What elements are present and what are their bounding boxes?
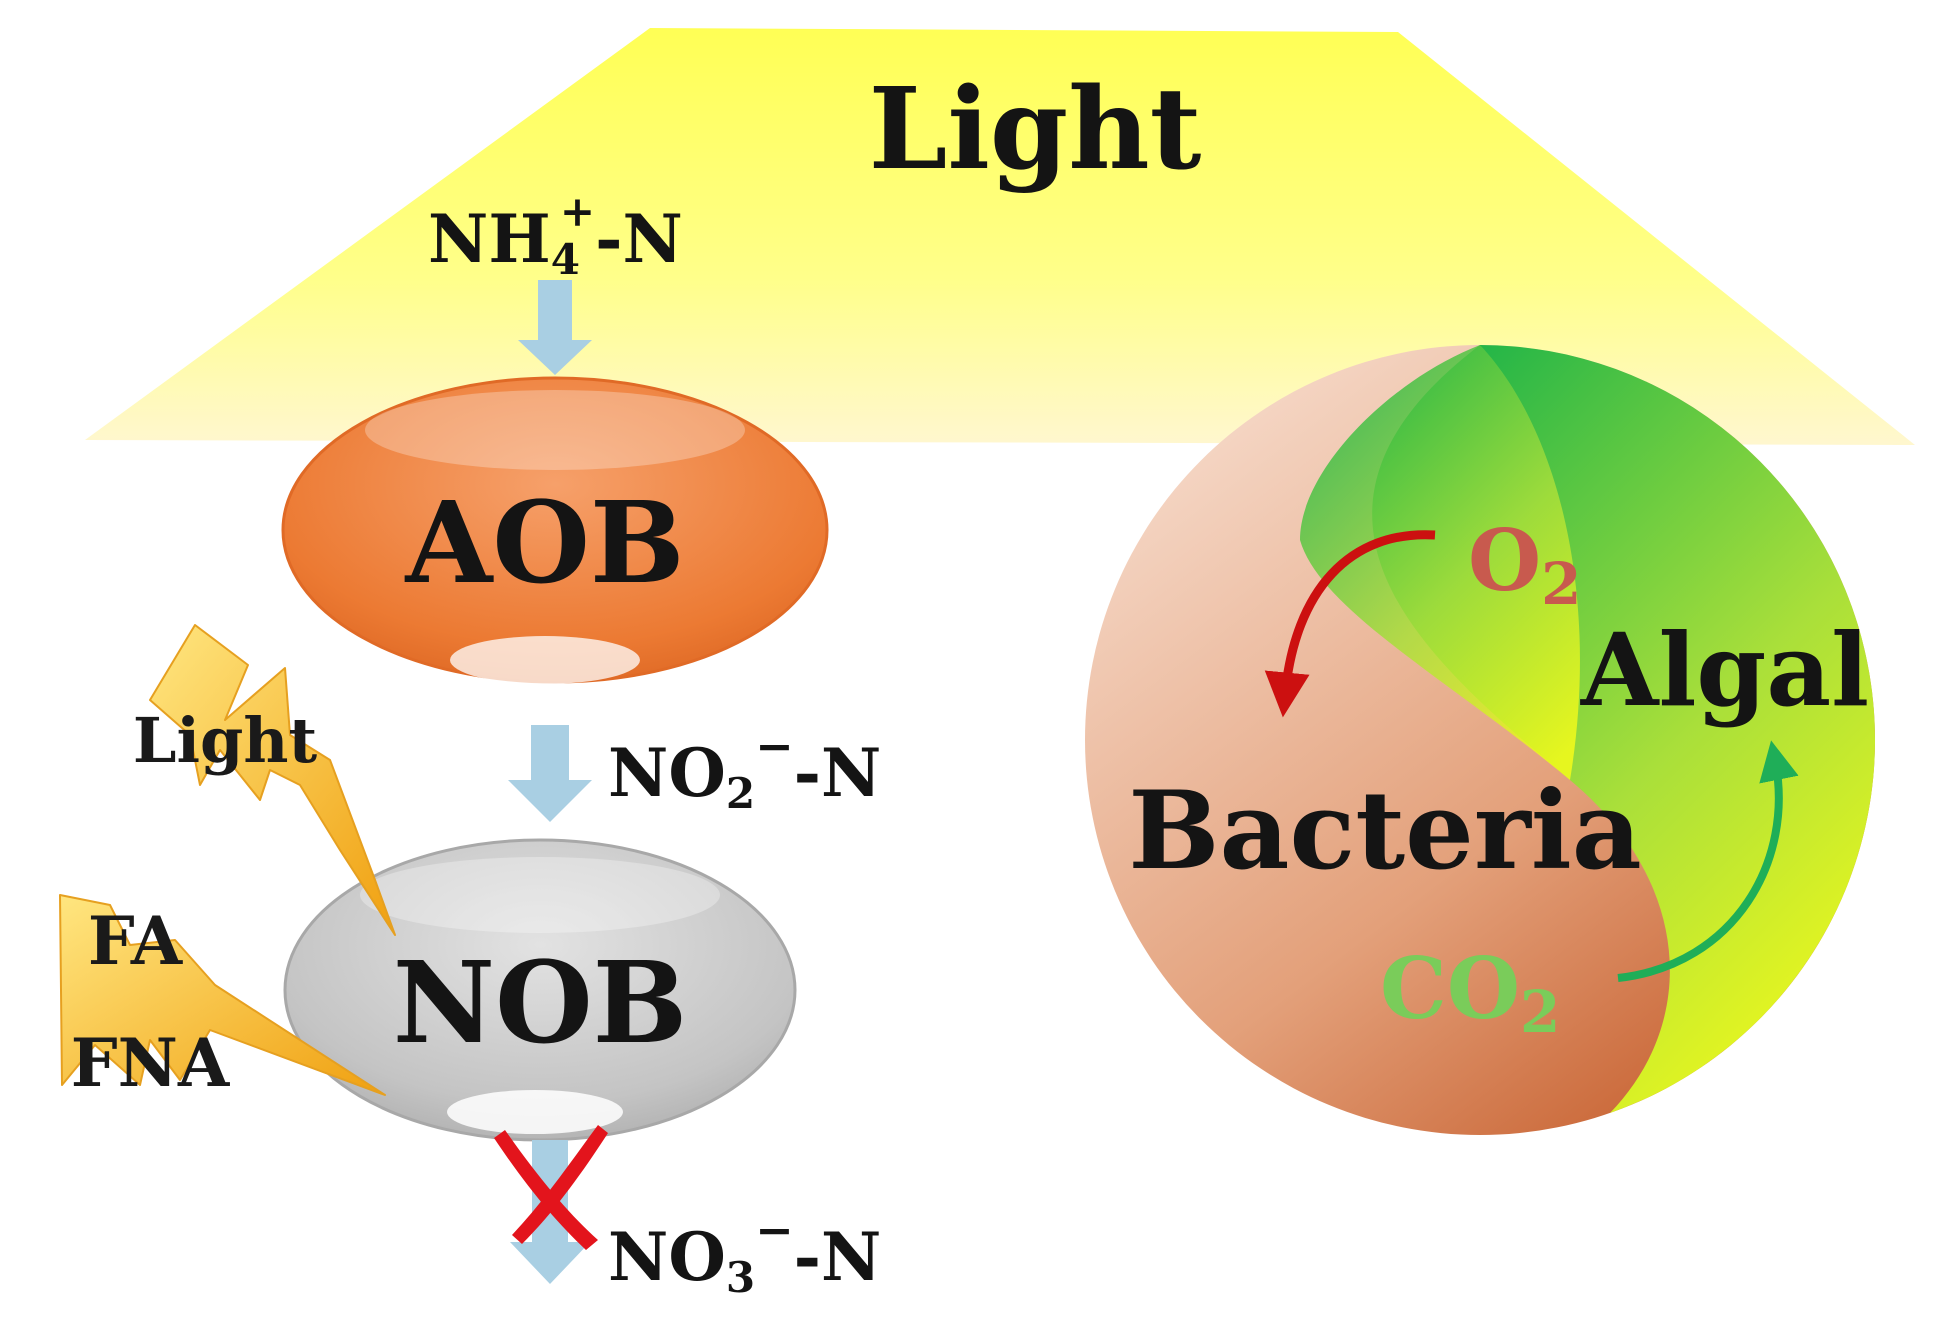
banner-light-label: Light (869, 64, 1202, 195)
algal-bacteria-symbiosis: O2 Algal Bacteria CO2 (1085, 345, 1876, 1135)
oxygen-label: O2 (1468, 511, 1582, 618)
nob-node: NOB (283, 838, 797, 1142)
oxygen-transfer-arrow (1264, 530, 1436, 718)
algal-top-lobe (1300, 345, 1580, 780)
nitrite-label: NO2−-N (608, 719, 881, 818)
light-inhibitor-bolt-icon: Light (133, 624, 396, 936)
nob-label: NOB (393, 938, 688, 1069)
aob-node: AOB (281, 376, 829, 684)
light-inhibitor-label: Light (133, 704, 318, 777)
algal-label: Algal (1580, 611, 1869, 729)
bacteria-label: Bacteria (1128, 768, 1642, 894)
arrow-aob-to-nob (508, 725, 592, 822)
nitrate-label: NO3−-N (608, 1203, 881, 1302)
fa-fna-inhibitor-bolt-icon: FA FNA (59, 894, 386, 1102)
arrow-ammonium-to-aob (518, 280, 592, 375)
ammonium-label: NH4+-N (428, 187, 683, 284)
carbon-dioxide-label: CO2 (1380, 939, 1560, 1046)
aob-label: AOB (404, 478, 684, 609)
fna-label: FNA (71, 1024, 230, 1102)
blocked-cross-icon (494, 1125, 608, 1250)
fa-label: FA (88, 902, 183, 980)
carbon-dioxide-transfer-arrow (1617, 740, 1799, 982)
